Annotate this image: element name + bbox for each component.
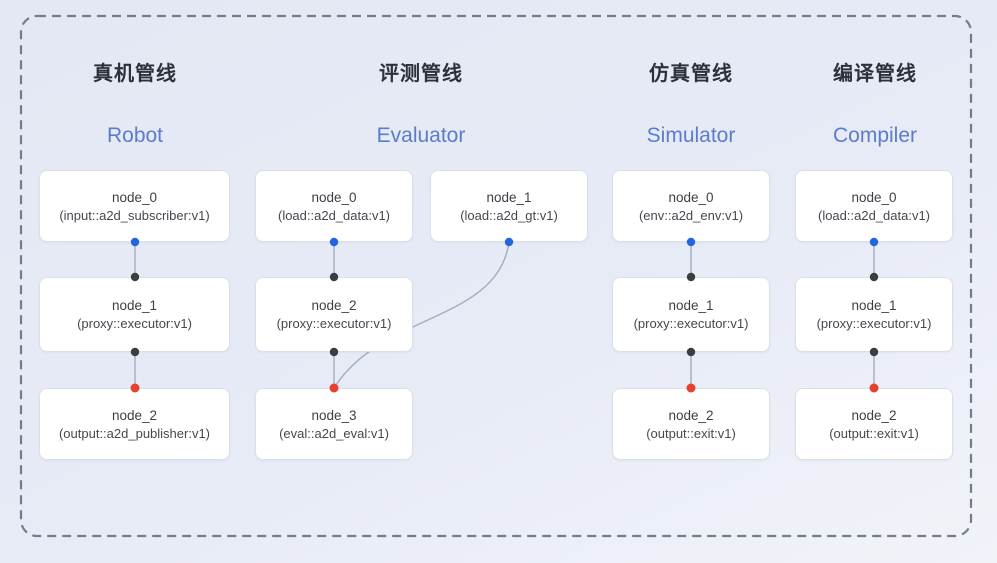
node-card-compiler-node1: node_1 (proxy::executor:v1) <box>795 277 953 352</box>
node-card-evaluator-node1: node_1 (load::a2d_gt:v1) <box>430 170 588 242</box>
node-type: (proxy::executor:v1) <box>633 316 749 331</box>
node-type: (proxy::executor:v1) <box>816 316 932 331</box>
pipeline-title-zh-compiler: 编译管线 <box>833 63 917 85</box>
node-name: node_2 <box>311 298 357 313</box>
node-type: (load::a2d_data:v1) <box>817 207 931 223</box>
node-type: (load::a2d_data:v1) <box>277 207 391 223</box>
node-card-robot-node1: node_1 (proxy::executor:v1) <box>39 277 230 352</box>
node-card-compiler-node0: node_0 (load::a2d_data:v1) <box>795 170 953 242</box>
node-card-compiler-node2: node_2 (output::exit:v1) <box>795 388 953 460</box>
pipeline-title-en-robot: Robot <box>106 124 164 147</box>
node-card-simulator-node1: node_1 (proxy::executor:v1) <box>612 277 770 352</box>
node-card-robot-node2: node_2 (output::a2d_publisher:v1) <box>39 388 230 460</box>
node-type: (output::exit:v1) <box>646 425 736 441</box>
node-name: node_2 <box>111 407 158 423</box>
node-type: (output::a2d_publisher:v1) <box>58 425 211 441</box>
node-card-robot-node0: node_0 (input::a2d_subscriber:v1) <box>39 170 230 242</box>
pipeline-title-zh-evaluator: 评测管线 <box>379 63 463 85</box>
node-card-simulator-node0: node_0 (env::a2d_env:v1) <box>612 170 770 242</box>
node-type: (proxy::executor:v1) <box>77 316 192 331</box>
node-type: (load::a2d_gt:v1) <box>460 207 558 223</box>
node-card-simulator-node2: node_2 (output::exit:v1) <box>612 388 770 460</box>
pipeline-title-en-simulator: Simulator <box>646 124 736 147</box>
node-card-evaluator-node0: node_0 (load::a2d_data:v1) <box>255 170 413 242</box>
node-name: node_0 <box>311 189 357 205</box>
node-name: node_2 <box>851 407 897 423</box>
node-name: node_1 <box>111 298 158 313</box>
node-name: node_1 <box>851 298 897 313</box>
pipeline-title-zh-simulator: 仿真管线 <box>649 63 733 85</box>
node-card-evaluator-node3: node_3 (eval::a2d_eval:v1) <box>255 388 413 460</box>
node-type: (eval::a2d_eval:v1) <box>279 425 389 441</box>
node-name: node_2 <box>668 407 714 423</box>
pipeline-title-en-compiler: Compiler <box>832 124 918 147</box>
node-card-evaluator-node2: node_2 (proxy::executor:v1) <box>255 277 413 352</box>
node-name: node_0 <box>668 189 714 205</box>
node-type: (env::a2d_env:v1) <box>638 207 744 223</box>
node-type: (proxy::executor:v1) <box>276 316 392 331</box>
node-name: node_0 <box>851 189 897 205</box>
pipeline-title-zh-robot: 真机管线 <box>93 63 177 85</box>
pipeline-title-en-evaluator: Evaluator <box>376 124 466 147</box>
node-name: node_3 <box>311 407 357 423</box>
node-type: (output::exit:v1) <box>829 425 919 441</box>
node-type: (input::a2d_subscriber:v1) <box>59 207 210 223</box>
node-name: node_1 <box>486 189 532 205</box>
node-name: node_1 <box>668 298 714 313</box>
node-name: node_0 <box>111 189 158 205</box>
